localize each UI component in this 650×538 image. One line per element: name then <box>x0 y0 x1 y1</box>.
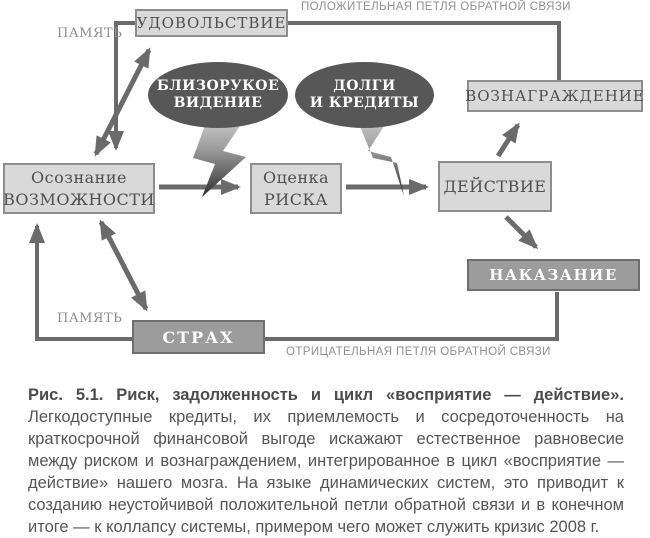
fear-label: СТРАХ <box>162 327 235 347</box>
figure-caption-body: Легкодоступные кредиты, их приемлемость … <box>28 408 624 536</box>
memory-label-top: ПАМЯТЬ <box>57 26 123 41</box>
arrow-action-punishment <box>504 215 539 250</box>
debts-credits-line2: И КРЕДИТЫ <box>309 95 420 111</box>
punishment-box: НАКАЗАНИЕ <box>467 259 640 291</box>
arrow-action-reward <box>495 122 521 158</box>
myopic-vision-line2: ВИДЕНИЕ <box>173 95 263 111</box>
myopic-vision-bubble: БЛИЗОРУКОЕ ВИДЕНИЕ <box>148 62 288 128</box>
pleasure-box: УДОВОЛЬСТВИЕ <box>135 9 288 37</box>
figure-caption: Рис. 5.1. Риск, задолженность и цикл «во… <box>28 384 624 538</box>
risk-label-line2: РИСКА <box>264 189 328 209</box>
negative-loop-line <box>29 223 559 341</box>
fear-box: СТРАХ <box>132 320 265 354</box>
pleasure-label: УДОВОЛЬСТВИЕ <box>136 14 287 32</box>
debts-credits-line1: ДОЛГИ <box>333 78 396 94</box>
positive-loop-line-right <box>288 21 561 80</box>
awareness-label-line1: Осознание <box>31 167 127 187</box>
punishment-label: НАКАЗАНИЕ <box>489 266 618 284</box>
diagram-connectors <box>29 21 561 341</box>
negative-loop-label: ОТРИЦАТЕЛЬНАЯ ПЕТЛЯ ОБРАТНОЙ СВЯЗИ <box>286 346 551 358</box>
figure-caption-lead: Рис. 5.1. Риск, задолженность и цикл «во… <box>28 386 624 404</box>
lightning-bolt-debts <box>354 112 404 196</box>
positive-loop-label: ПОЛОЖИТЕЛЬНАЯ ПЕТЛЯ ОБРАТНОЙ СВЯЗИ <box>301 1 571 13</box>
risk-label-line1: Оценка <box>262 167 330 187</box>
lightning-bolt-myopia <box>193 112 246 197</box>
myopic-vision-line1: БЛИЗОРУКОЕ <box>156 78 280 94</box>
action-box: ДЕЙСТВИЕ <box>438 161 552 212</box>
awareness-box: Осознание ВОЗМОЖНОСТИ <box>3 163 155 214</box>
risk-box: Оценка РИСКА <box>250 163 342 214</box>
arrow-awareness-fear <box>98 219 149 312</box>
reward-label: ВОЗНАГРАЖДЕНИЕ <box>465 87 645 105</box>
arrow-awareness-pleasure <box>93 47 152 157</box>
memory-label-bottom: ПАМЯТЬ <box>57 311 123 326</box>
feedback-loop-diagram: УДОВОЛЬСТВИЕ ВОЗНАГРАЖДЕНИЕ Осознание ВО… <box>3 1 645 358</box>
awareness-label-line2: ВОЗМОЖНОСТИ <box>3 189 155 209</box>
reward-box: ВОЗНАГРАЖДЕНИЕ <box>465 80 645 112</box>
debts-credits-bubble: ДОЛГИ И КРЕДИТЫ <box>295 62 434 128</box>
action-label: ДЕЙСТВИЕ <box>443 177 547 196</box>
